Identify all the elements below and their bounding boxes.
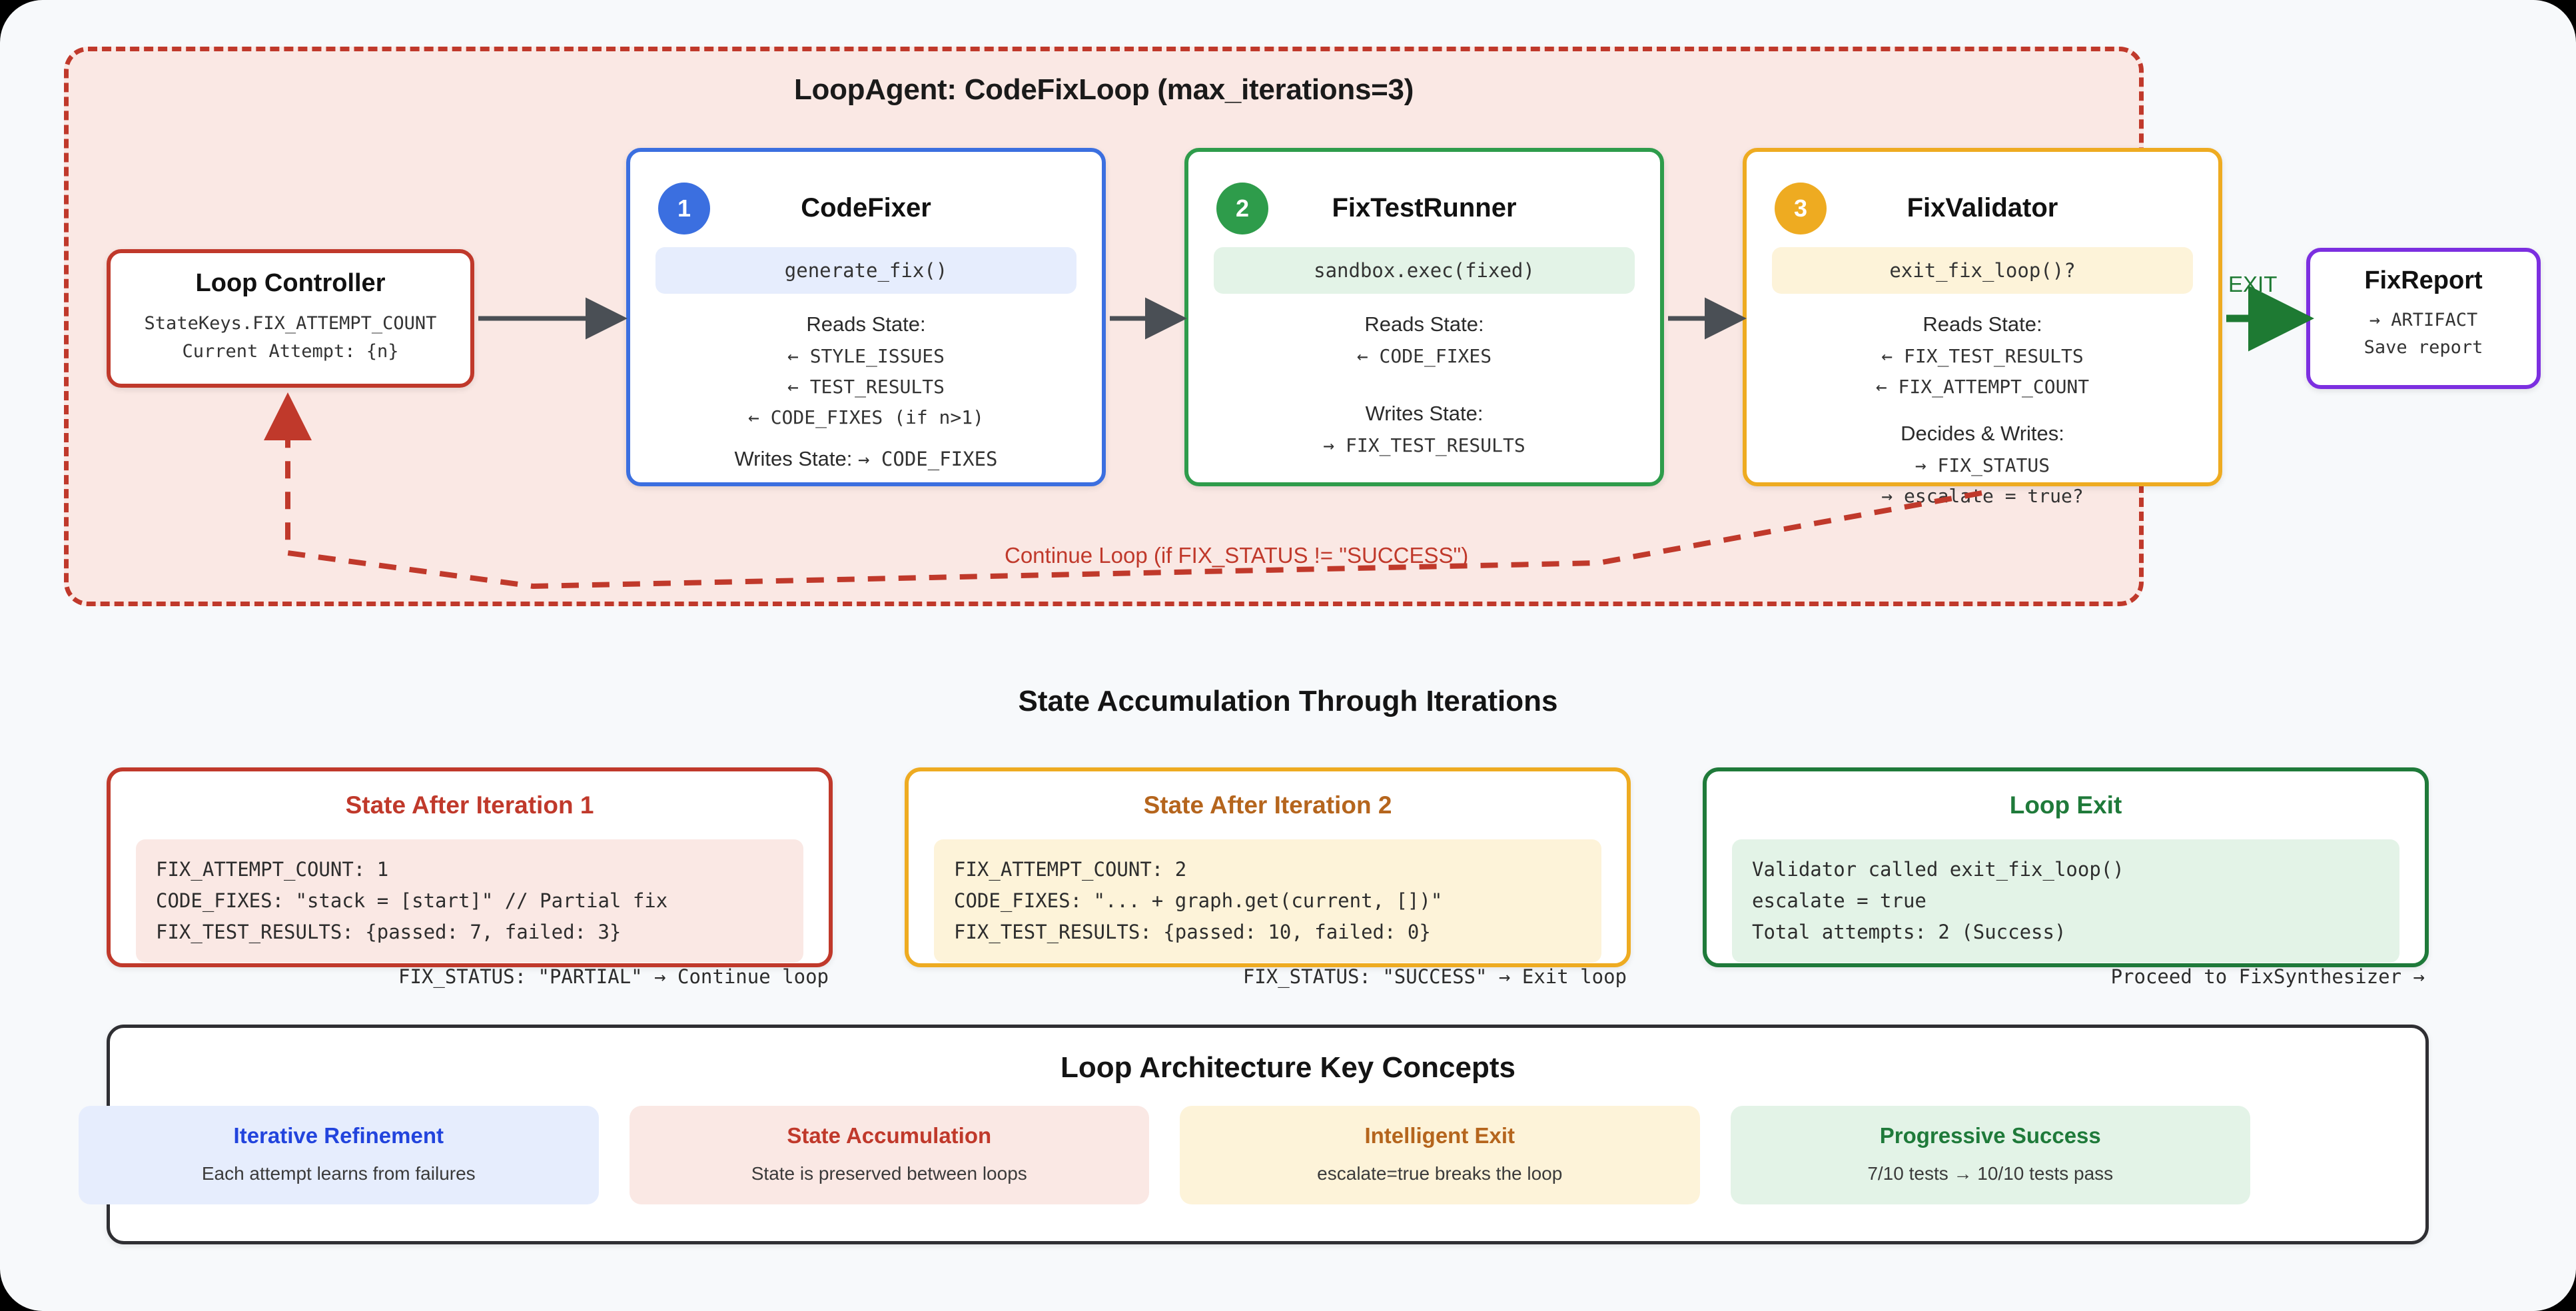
state-card-title: Loop Exit	[2009, 791, 2122, 819]
concept-title: State Accumulation	[787, 1123, 992, 1148]
writes-state-item: → escalate = true?	[1881, 485, 2084, 507]
concept-card-intelligent-exit[interactable]: Intelligent Exit escalate=true breaks th…	[1180, 1106, 1700, 1204]
reads-state-label-3: Reads State:	[1923, 312, 2042, 336]
agent-title-fixtestrunner: FixTestRunner	[1332, 193, 1517, 222]
writes-state-label-3: Decides & Writes:	[1901, 422, 2064, 445]
fixreport-artifact: → ARTIFACT	[2369, 310, 2478, 330]
exit-label: EXIT	[2228, 272, 2278, 296]
writes-state-item: → FIX_TEST_RESULTS	[1323, 434, 1525, 456]
fixreport-node[interactable]: FixReport → ARTIFACT Save report	[2306, 248, 2541, 389]
step-badge-2: 2	[1216, 183, 1268, 234]
loop-controller-title: Loop Controller	[195, 269, 386, 297]
state-card-body: FIX_ATTEMPT_COUNT: 2 CODE_FIXES: "... + …	[934, 839, 1601, 963]
state-card-footer: FIX_STATUS: "PARTIAL" → Continue loop	[398, 965, 829, 988]
state-card-footer: Proceed to FixSynthesizer →	[2110, 965, 2425, 988]
writes-state-label-2: Writes State:	[1365, 402, 1484, 425]
state-card-title: State After Iteration 1	[345, 791, 594, 819]
key-concepts-heading: Loop Architecture Key Concepts	[1061, 1051, 1515, 1084]
state-card-body: FIX_ATTEMPT_COUNT: 1 CODE_FIXES: "stack …	[136, 839, 803, 963]
state-card-title: State After Iteration 2	[1143, 791, 1392, 819]
agent-call-fixtestrunner: sandbox.exec(fixed)	[1214, 247, 1635, 294]
agent-title-fixvalidator: FixValidator	[1907, 193, 2058, 222]
state-card-iteration-1[interactable]: State After Iteration 1 FIX_ATTEMPT_COUN…	[107, 767, 833, 988]
loop-controller-statekey: StateKeys.FIX_ATTEMPT_COUNT	[144, 313, 437, 334]
reads-state-item: ← STYLE_ISSUES	[787, 345, 945, 367]
concept-subtitle: Each attempt learns from failures	[201, 1163, 476, 1184]
reads-state-item: ← TEST_RESULTS	[787, 376, 945, 398]
reads-state-item: ← CODE_FIXES (if n>1)	[747, 406, 984, 428]
state-line: FIX_ATTEMPT_COUNT: 1	[156, 858, 389, 881]
state-line: FIX_TEST_RESULTS: {passed: 7, failed: 3}	[156, 920, 622, 943]
reads-state-label-2: Reads State:	[1364, 312, 1484, 336]
agent-node-fixvalidator[interactable]: 3 FixValidator exit_fix_loop()? Reads St…	[1743, 148, 2222, 507]
loop-controller-attempt: Current Attempt: {n}	[182, 340, 399, 362]
state-section-heading: State Accumulation Through Iterations	[1018, 685, 1558, 717]
key-concepts-row: Iterative Refinement Each attempt learns…	[79, 1106, 2250, 1204]
state-line: CODE_FIXES: "stack = [start]" // Partial…	[156, 889, 668, 912]
step-badge-1: 1	[658, 183, 710, 234]
concept-title: Iterative Refinement	[233, 1123, 444, 1148]
state-card-loop-exit[interactable]: Loop Exit Validator called exit_fix_loop…	[1703, 767, 2429, 988]
writes-state-value-1: → CODE_FIXES	[857, 448, 998, 470]
concept-subtitle: escalate=true breaks the loop	[1317, 1163, 1563, 1184]
continue-loop-label: Continue Loop (if FIX_STATUS != "SUCCESS…	[1005, 543, 1469, 568]
writes-state-label-1: Writes State:	[734, 447, 853, 470]
writes-state-item: → FIX_STATUS	[1915, 454, 2050, 476]
loop-controller-node[interactable]: Loop Controller StateKeys.FIX_ATTEMPT_CO…	[107, 249, 474, 388]
loop-frame-title: LoopAgent: CodeFixLoop (max_iterations=3…	[793, 73, 1414, 106]
state-card-footer: FIX_STATUS: "SUCCESS" → Exit loop	[1242, 965, 1627, 988]
step-badge-3: 3	[1775, 183, 1827, 234]
agent-call-fixvalidator: exit_fix_loop()?	[1772, 247, 2193, 294]
state-line: escalate = true	[1752, 889, 1927, 912]
concept-card-state-accumulation[interactable]: State Accumulation State is preserved be…	[629, 1106, 1149, 1204]
agent-node-fixtestrunner[interactable]: 2 FixTestRunner sandbox.exec(fixed) Read…	[1184, 148, 1664, 486]
concept-card-iterative-refinement[interactable]: Iterative Refinement Each attempt learns…	[79, 1106, 599, 1204]
state-card-body: Validator called exit_fix_loop() escalat…	[1732, 839, 2399, 963]
fixreport-title: FixReport	[2364, 266, 2483, 294]
concept-title: Intelligent Exit	[1364, 1123, 1515, 1148]
state-card-iteration-2[interactable]: State After Iteration 2 FIX_ATTEMPT_COUN…	[905, 767, 1631, 988]
state-line: FIX_TEST_RESULTS: {passed: 10, failed: 0…	[954, 920, 1431, 943]
concept-card-progressive-success[interactable]: Progressive Success 7/10 tests → 10/10 t…	[1730, 1106, 2250, 1204]
reads-state-item: ← FIX_ATTEMPT_COUNT	[1875, 376, 2090, 398]
reads-state-label-1: Reads State:	[806, 312, 926, 336]
reads-state-item: ← CODE_FIXES	[1356, 345, 1492, 367]
concept-title: Progressive Success	[1879, 1123, 2101, 1148]
concept-subtitle: State is preserved between loops	[751, 1163, 1027, 1184]
reads-state-item: ← FIX_TEST_RESULTS	[1881, 345, 2084, 367]
state-line: Validator called exit_fix_loop()	[1752, 858, 2124, 881]
agent-title-codefixer: CodeFixer	[801, 193, 931, 222]
state-line: CODE_FIXES: "... + graph.get(current, []…	[954, 889, 1443, 912]
state-line: Total attempts: 2 (Success)	[1752, 920, 2066, 943]
state-line: FIX_ATTEMPT_COUNT: 2	[954, 858, 1187, 881]
writes-state-inline-1: Writes State: → CODE_FIXES	[630, 447, 1102, 471]
agent-node-codefixer[interactable]: 1 CodeFixer generate_fix() Reads State: …	[626, 148, 1106, 486]
concept-subtitle: 7/10 tests → 10/10 tests pass	[1867, 1163, 2114, 1184]
fixreport-save: Save report	[2363, 336, 2483, 358]
agent-call-codefixer: generate_fix()	[655, 247, 1076, 294]
